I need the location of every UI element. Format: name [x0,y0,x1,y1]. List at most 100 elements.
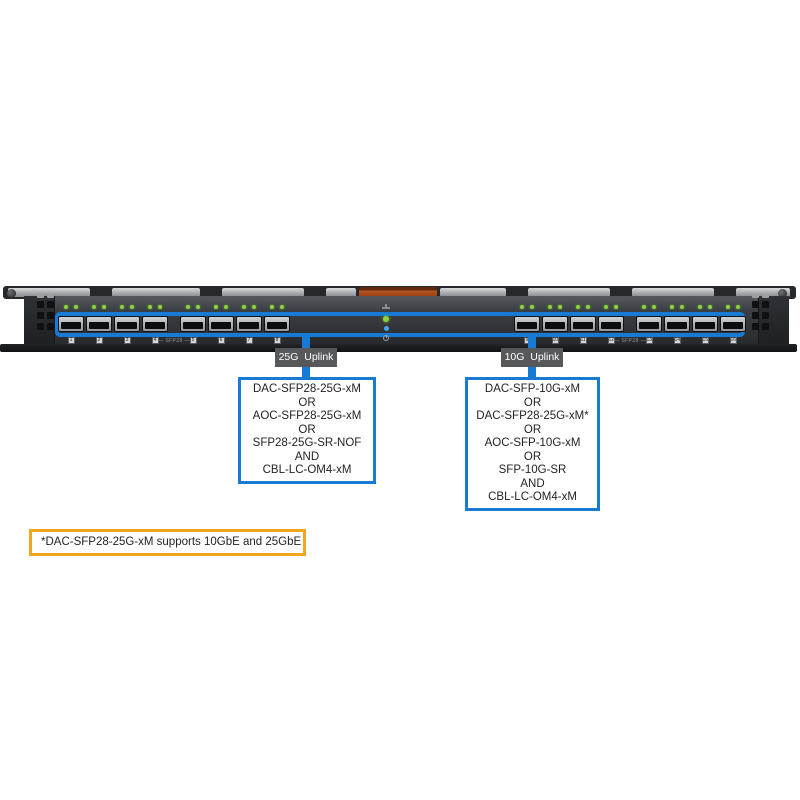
port-activity-led [520,305,524,309]
rail-segment [440,288,506,297]
port-number-chip: 15 [701,337,709,344]
vent-hole [762,301,769,308]
sfp28-group-label: SFP28 [614,338,646,344]
vent-hole [47,312,54,319]
locator-icon [382,304,390,309]
port-number-chip: 6 [217,337,225,344]
port-activity-led [698,305,702,309]
port-link-led [530,305,534,309]
sfp28-port-16 [720,316,746,332]
vent-hole [37,323,44,330]
port-link-led [736,305,740,309]
sfp28-port-1 [58,316,84,332]
port-activity-led [120,305,124,309]
port-link-led [252,305,256,309]
power-icon [383,334,389,341]
port-link-led [586,305,590,309]
port-link-led [558,305,562,309]
port-link-led [680,305,684,309]
vent-hole [762,323,769,330]
rail-segment [8,288,90,297]
port-link-led [196,305,200,309]
option-line: SFP-10G-SR [498,464,567,476]
hinge-tab [762,294,769,298]
rail-segment [632,288,714,297]
option-line: DAC-SFP28-25G-xM [253,383,361,395]
sfp28-port-10 [542,316,568,332]
port-activity-led [270,305,274,309]
option-line: AND [520,477,545,490]
port-number-chip: 10 [551,337,559,344]
vent-hole [762,312,769,319]
port-activity-led [642,305,646,309]
sfp28-group-label: SFP28 [158,338,190,344]
port-link-led [280,305,284,309]
sfp28-port-7 [236,316,262,332]
port-number-chip: 13 [645,337,653,344]
rail-segment [326,288,356,297]
hinge-tab [37,294,44,298]
port-activity-led [214,305,218,309]
vent-hole [37,301,44,308]
sfp28-port-13 [636,316,662,332]
sfp28-port-6 [208,316,234,332]
chassis-bottom-edge [0,344,797,352]
sfp28-port-14 [664,316,690,332]
port-activity-led [548,305,552,309]
port-activity-led [242,305,246,309]
port-activity-led [670,305,674,309]
status-led-green [383,316,389,322]
uplink-label-25g: 25G Uplink [275,348,337,367]
port-number-chip: 8 [273,337,281,344]
option-line: OR [523,396,542,409]
hinge-tab [752,294,759,298]
option-line: DAC-SFP-10G-xM [484,383,581,395]
option-line: AND [294,450,320,463]
vent-hole [47,301,54,308]
option-line: CBL-LC-OM4-xM [488,491,577,503]
option-line: CBL-LC-OM4-xM [262,464,352,476]
port-number-chip: 11 [579,337,587,344]
port-link-led [614,305,618,309]
port-link-led [130,305,134,309]
port-link-led [102,305,106,309]
rail-segment [736,288,790,297]
option-line: OR [523,423,542,436]
port-activity-led [148,305,152,309]
vent-hole [752,312,759,319]
option-line: OR [298,423,316,436]
port-link-led [158,305,162,309]
port-activity-led [576,305,580,309]
sfp28-port-12 [598,316,624,332]
vent-hole [752,323,759,330]
option-line: OR [523,450,542,463]
port-number-chip: 5 [189,337,197,344]
thumbscrew-right [778,289,787,298]
port-activity-led [186,305,190,309]
port-number-chip: 3 [123,337,131,344]
rail-segment [528,288,610,297]
port-number-chip: 2 [95,337,103,344]
sfp28-port-2 [86,316,112,332]
option-line: AOC-SFP28-25G-xM [252,410,362,422]
port-activity-led [726,305,730,309]
footnote-box: *DAC-SFP28-25G-xM supports 10GbE and 25G… [29,529,306,556]
option-line: OR [298,396,316,409]
sfp28-port-11 [570,316,596,332]
port-number-chip: 1 [67,337,75,344]
port-link-led [652,305,656,309]
sfp28-port-15 [692,316,718,332]
port-link-led [224,305,228,309]
port-number-chip: 14 [673,337,681,344]
port-link-led [708,305,712,309]
beacon-led-blue [384,326,389,331]
rail-segment [112,288,200,297]
port-activity-led [64,305,68,309]
vent-hole [37,312,44,319]
thumbscrew-left [7,289,16,298]
rail-segment [222,288,304,297]
option-line: AOC-SFP-10G-xM [484,437,581,449]
